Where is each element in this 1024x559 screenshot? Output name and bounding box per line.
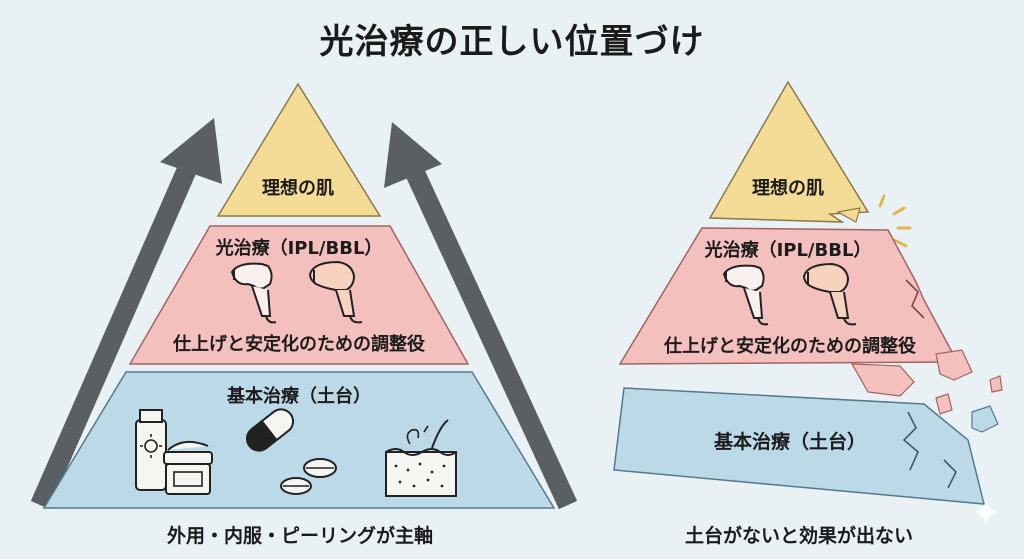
impact-burst-icon: [878, 194, 912, 248]
right-pyramid: 理想の肌 光治療（IPL/BBL） 仕上げと安定化のための調整役 基本治療（土台…: [613, 80, 1003, 505]
tier-light-therapy: [128, 225, 470, 365]
ipl-handpiece-icon: [802, 262, 857, 326]
page-title: 光治療の正しい位置づけ: [319, 22, 705, 62]
broken-fragment: [971, 405, 999, 433]
broken-fragment: [935, 393, 953, 415]
left-caption: 外用・内服・ピーリングが主軸: [166, 525, 433, 547]
right-top-label: 理想の肌: [752, 177, 824, 199]
broken-fragment: [989, 375, 1003, 393]
right-caption: 土台がないと効果が出ない: [684, 525, 913, 547]
sunscreen-tube-icon: [135, 409, 167, 491]
ipl-handpiece-icon: [230, 262, 277, 324]
left-pyramid: 理想の肌 光治療（IPL/BBL） 仕上げと安定化のための調整役 基本治療（土台…: [30, 82, 578, 510]
sparkle-icon: [974, 500, 998, 524]
ipl-handpiece-icon: [308, 260, 363, 324]
skin-peel-icon: [385, 419, 457, 497]
upward-arrow-icon: [30, 118, 222, 510]
right-middle-label: 光治療（IPL/BBL）: [704, 239, 872, 261]
right-middle-sub: 仕上げと安定化のための調整役: [663, 335, 916, 357]
upward-arrow-icon: [384, 122, 578, 510]
tier-basic-treatment-right: [613, 387, 985, 505]
broken-fragment: [935, 349, 973, 381]
tier-ideal-skin: [216, 82, 382, 217]
left-top-label: 理想の肌: [262, 177, 334, 199]
tier-light-therapy-right: [618, 227, 962, 365]
tier-ideal-skin-right: [708, 80, 870, 223]
right-bottom-label: 基本治療（土台）: [713, 430, 866, 453]
broken-fragment: [850, 363, 915, 397]
broken-fragment: [836, 207, 861, 223]
ipl-handpiece-icon: [722, 264, 769, 326]
left-bottom-label: 基本治療（土台）: [226, 385, 371, 407]
left-middle-label: 光治療（IPL/BBL）: [215, 237, 383, 259]
cream-jar-icon: [163, 440, 213, 495]
tablet-icon: [280, 458, 337, 495]
capsule-icon: [245, 408, 295, 452]
left-middle-sub: 仕上げと安定化のための調整役: [172, 333, 425, 355]
